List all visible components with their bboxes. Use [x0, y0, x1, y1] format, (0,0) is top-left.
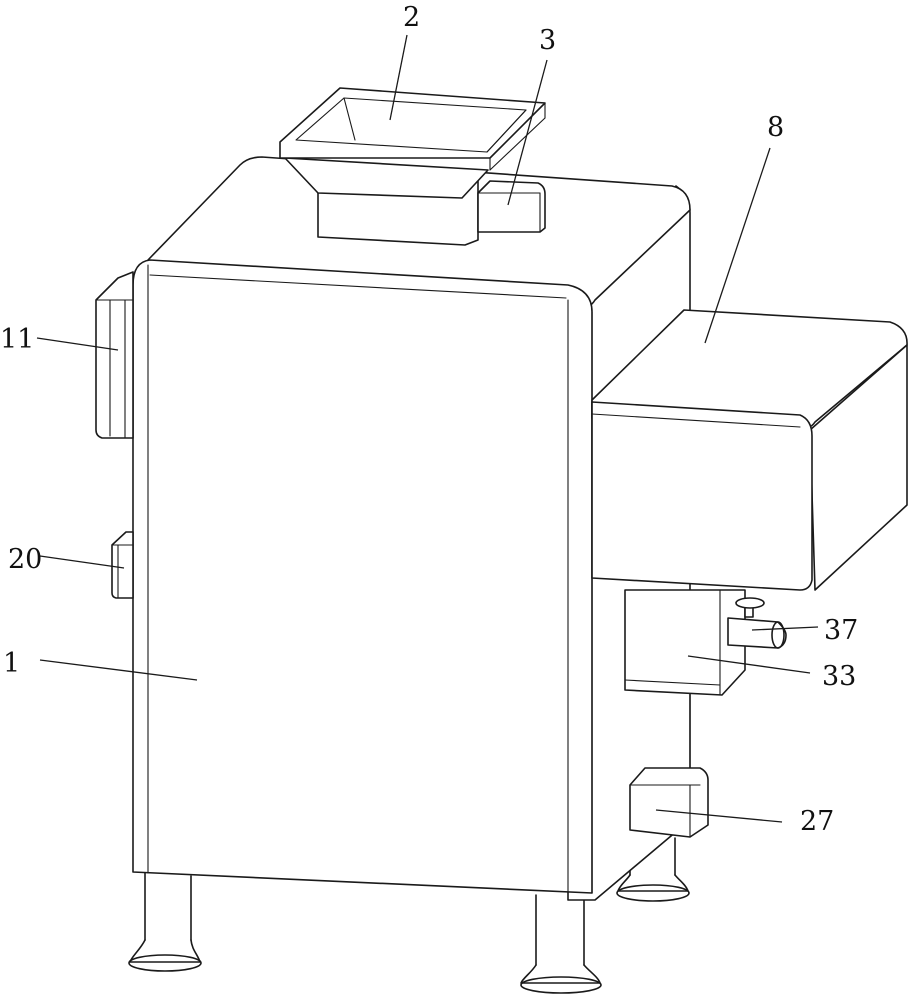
lower-box [624, 589, 746, 771]
label-left-panel: 11 [0, 324, 34, 355]
left-side-button [111, 531, 134, 599]
leg-back-right [616, 837, 690, 902]
label-hopper: 2 [403, 2, 420, 33]
label-side-box: 8 [767, 112, 784, 143]
feed-hopper [279, 87, 546, 246]
legs [128, 837, 690, 994]
part-labels: 2 3 8 11 20 1 37 33 27 [0, 2, 858, 837]
leader-3 [507, 59, 548, 206]
left-side-panel [95, 271, 134, 439]
leader-37 [751, 626, 819, 631]
label-bottom-motor: 27 [800, 806, 834, 837]
leader-1 [39, 659, 198, 681]
label-valve: 37 [824, 615, 858, 646]
bottom-motor [629, 767, 709, 838]
label-main-body: 1 [3, 648, 20, 679]
side-box-right [809, 344, 908, 591]
label-hopper-motor: 3 [539, 25, 556, 56]
label-left-button: 20 [8, 544, 42, 575]
side-box-front [591, 401, 813, 591]
leader-33 [687, 655, 811, 674]
cabinet-front [132, 259, 593, 894]
hopper-motor [477, 180, 546, 233]
leader-8 [704, 147, 771, 344]
leader-lines [36, 34, 819, 823]
label-lower-box: 33 [822, 661, 856, 692]
leader-27 [655, 809, 783, 823]
leg-front-right [520, 894, 602, 994]
leg-front-left [128, 871, 202, 972]
leader-20 [39, 555, 125, 569]
hopper-funnel [284, 157, 489, 199]
side-box [591, 309, 908, 591]
leader-11 [36, 337, 119, 351]
valve [727, 597, 787, 649]
leader-2 [389, 34, 408, 121]
